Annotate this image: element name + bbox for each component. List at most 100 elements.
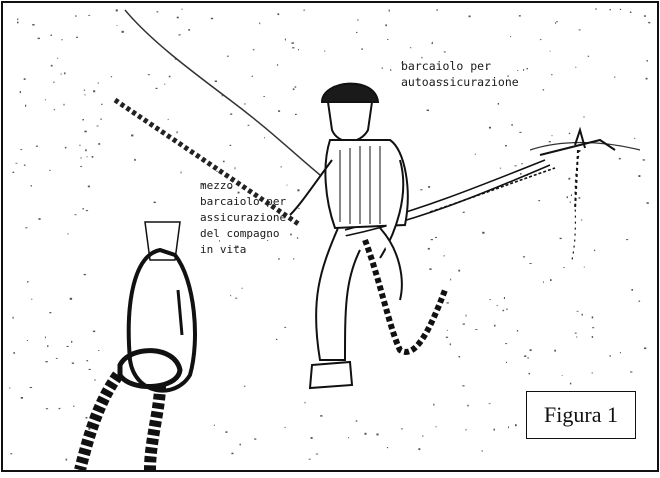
rock-speckle: [47, 345, 49, 347]
rock-speckle: [293, 258, 294, 260]
rock-speckle: [72, 363, 74, 364]
rock-speckle: [24, 165, 26, 166]
rock-speckle: [634, 138, 635, 139]
rock-speckle: [131, 135, 133, 137]
rock-speckle: [524, 355, 526, 357]
rock-speckle: [278, 13, 280, 15]
rock-speckle: [297, 237, 298, 238]
rock-speckle: [61, 74, 62, 75]
rock-speckle: [13, 172, 15, 173]
boot: [310, 362, 352, 388]
rock-speckle: [595, 9, 597, 10]
rock-speckle: [51, 35, 52, 36]
rock-speckle: [429, 268, 431, 270]
rock-speckle: [27, 340, 28, 341]
rock-speckle: [101, 104, 103, 105]
rock-speckle: [13, 317, 14, 319]
rock-speckle: [540, 39, 542, 40]
rock-speckle: [494, 429, 496, 431]
rock-speckle: [320, 415, 322, 416]
rock-speckle: [64, 72, 65, 74]
rock-speckle: [570, 201, 571, 203]
rock-speckle: [568, 178, 570, 180]
rock-speckle: [433, 404, 434, 406]
rock-speckle: [475, 329, 477, 330]
rock-speckle: [49, 312, 51, 313]
rock-speckle: [93, 331, 95, 333]
rock-speckle: [98, 350, 99, 351]
rock-speckle: [519, 132, 521, 133]
rock-speckle: [117, 25, 118, 26]
head: [328, 102, 372, 141]
rock-speckle: [462, 385, 464, 386]
anchor-ice-axe: [540, 130, 615, 260]
rock-speckle: [45, 99, 46, 100]
rock-speckle: [620, 9, 621, 10]
rock-speckle: [570, 383, 571, 385]
rock-speckle: [177, 131, 178, 133]
rock-speckle: [614, 77, 615, 78]
rock-speckle: [644, 15, 646, 17]
rock-speckle: [71, 341, 72, 343]
rock-speckle: [84, 274, 86, 275]
rock-speckle: [550, 279, 552, 281]
rock-speckle: [214, 425, 215, 426]
rock-speckle: [630, 371, 632, 372]
rock-speckle: [592, 327, 594, 328]
carabiner-gate: [178, 290, 182, 335]
rock-speckle: [276, 339, 278, 340]
rock-speckle: [610, 9, 612, 10]
rock-speckle: [81, 157, 82, 158]
rock-speckle: [67, 346, 69, 347]
rock-speckle: [619, 158, 621, 160]
rock-speckle: [446, 337, 448, 338]
rock-speckle: [17, 22, 19, 24]
rock-speckle: [25, 227, 27, 228]
rock-speckle: [579, 29, 581, 30]
rock-speckle: [227, 56, 229, 57]
rock-speckle: [543, 89, 544, 90]
rock-speckle: [94, 380, 96, 381]
rock-speckle: [581, 220, 582, 221]
rock-speckle: [348, 437, 349, 438]
rock-speckle: [88, 15, 90, 16]
rock-speckle: [21, 397, 23, 399]
rock-speckle: [16, 163, 18, 164]
rock-speckle: [389, 10, 390, 12]
rock-speckle: [520, 173, 522, 175]
helmet: [322, 84, 378, 102]
carabiner-inset: [80, 222, 195, 470]
rock-speckle: [575, 67, 576, 68]
rock-speckle: [164, 84, 165, 85]
rock-speckle: [444, 255, 445, 256]
rock-speckle: [579, 197, 581, 199]
rock-speckle: [75, 214, 77, 215]
rock-speckle: [86, 360, 88, 361]
rock-speckle: [418, 448, 420, 450]
rock-speckle: [51, 65, 53, 67]
rock-edge: [125, 10, 320, 175]
rock-speckle: [505, 145, 507, 146]
rock-speckle: [459, 356, 461, 357]
rock-speckle: [64, 104, 65, 106]
rock-speckle: [554, 350, 556, 352]
rock-speckle: [278, 110, 280, 112]
rock-speckle: [61, 39, 62, 40]
rock-speckle: [482, 232, 484, 234]
rock-speckle: [169, 76, 171, 78]
rock-speckle: [523, 69, 524, 71]
rock-speckle: [85, 149, 87, 151]
rock-speckle: [10, 453, 12, 454]
rock-speckle: [240, 444, 241, 446]
rock-speckle: [500, 168, 501, 169]
rock-speckle: [530, 349, 532, 351]
rock-speckle: [356, 420, 358, 421]
rock-speckle: [226, 431, 228, 433]
rock-speckle: [523, 256, 525, 257]
rock-speckle: [57, 58, 58, 59]
rock-speckle: [215, 81, 217, 83]
rock-speckle: [390, 69, 391, 71]
rock-speckle: [365, 433, 367, 435]
rock-speckle: [242, 288, 243, 289]
rock-speckle: [567, 196, 568, 198]
